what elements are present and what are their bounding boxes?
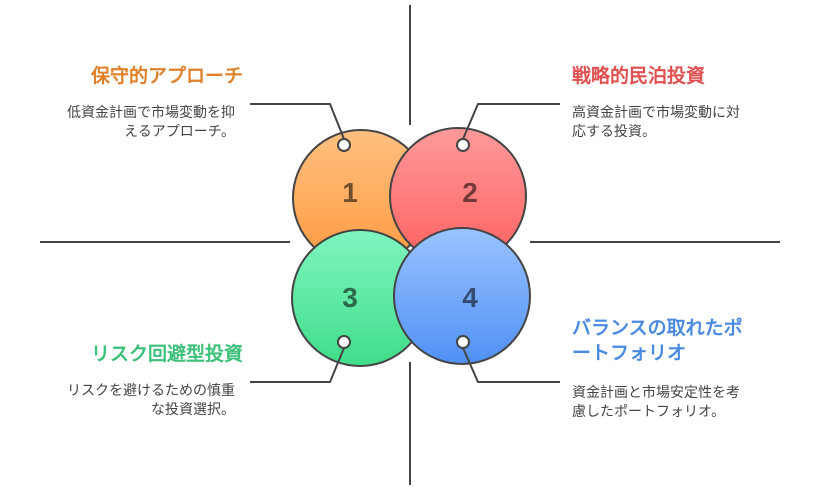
connector-4 (462, 347, 560, 383)
connector-dot-1 (337, 138, 351, 152)
connector-dot-3 (337, 335, 351, 349)
number-3: 3 (342, 282, 358, 313)
connector-dot-2 (456, 138, 470, 152)
connector-dot-4 (456, 335, 470, 349)
connector-3 (250, 347, 345, 383)
desc-3: リスクを避けるための慎重な投資選択。 (67, 383, 235, 418)
title-1: 保守的アプローチ (90, 65, 243, 87)
connector-2 (462, 103, 560, 140)
desc-1: 低資金計画で市場変動を抑えるアプローチ。 (67, 105, 235, 140)
number-2: 2 (462, 177, 478, 208)
title-2: 戦略的民泊投資 (572, 65, 706, 87)
desc-2: 高資金計画で市場変動に対応する投資。 (572, 105, 740, 140)
title-3: リスク回避型投資 (90, 343, 243, 365)
number-4: 4 (462, 282, 478, 313)
number-1: 1 (342, 177, 358, 208)
circle-4 (393, 227, 531, 365)
connector-1 (250, 103, 345, 140)
title-4: バランスの取れたポートフォリオ (572, 317, 743, 364)
desc-4: 資金計画と市場安定性を考慮したポートフォリオ。 (572, 385, 740, 420)
